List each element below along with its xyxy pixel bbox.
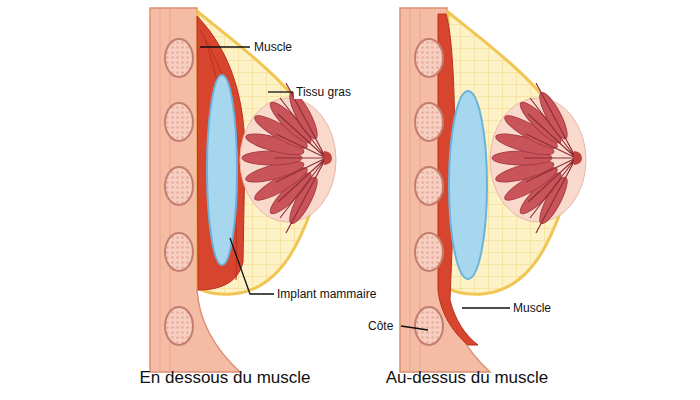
- part-label: Implant mammaire: [275, 287, 378, 301]
- part-label: Muscle: [511, 301, 553, 315]
- part-label: Tissu gras: [294, 85, 353, 99]
- figure-caption: Au-dessus du muscle: [386, 368, 549, 388]
- figure-caption: En dessous du muscle: [139, 368, 310, 388]
- part-label: Côte: [366, 319, 395, 333]
- part-label: Muscle: [252, 40, 294, 54]
